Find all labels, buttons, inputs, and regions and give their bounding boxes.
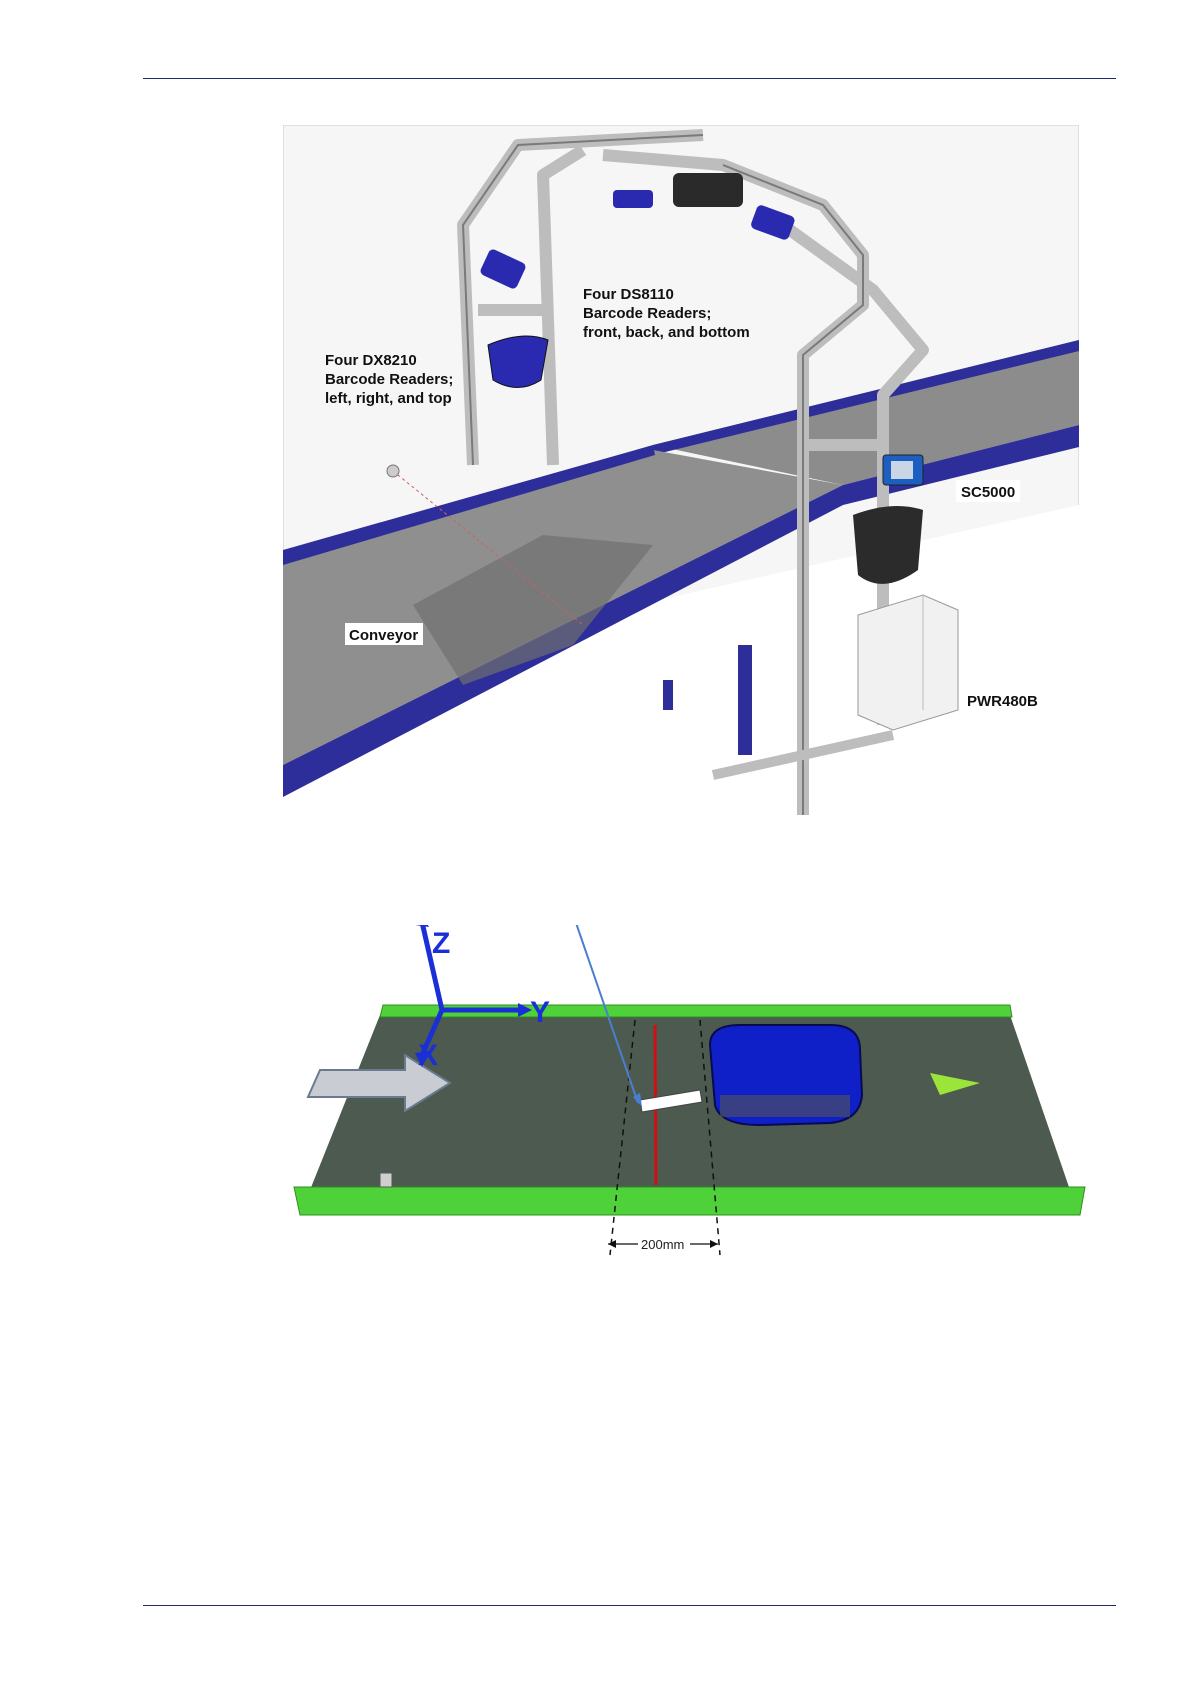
label-sc5000: SC5000 (961, 484, 1015, 501)
photocell-reflector (387, 465, 399, 477)
label-dx8210-line2: Barcode Readers; (325, 371, 453, 388)
ds8110-reader (613, 190, 653, 208)
dimension-arrowhead-right (710, 1240, 718, 1248)
dx8210-reader-left (488, 336, 548, 388)
header-rule (143, 78, 1116, 79)
label-conveyor: Conveyor (349, 627, 418, 644)
label-ds8110-line1: Four DS8110 (583, 286, 674, 303)
label-dx8210-line3: left, right, and top (325, 390, 452, 407)
label-pwr480b: PWR480B (967, 693, 1038, 710)
suitcase-base (720, 1095, 850, 1117)
conveyor-rail-near (294, 1187, 1085, 1215)
axis-z-label: Z (432, 927, 450, 960)
conveyor-leg (738, 645, 752, 755)
label-ds8110-line2: Barcode Readers; (583, 305, 711, 322)
label-dx8210-line1: Four DX8210 (325, 352, 417, 369)
dx8210-reader-right (853, 506, 923, 584)
dx8210-reader-top (673, 173, 743, 207)
sc5000-display (891, 461, 913, 479)
pwr480b-cabinet (858, 595, 958, 730)
conveyor-axes-diagram: Z Y X 200mm (290, 925, 1090, 1265)
label-ds8110-line3: front, back, and bottom (583, 324, 750, 341)
conveyor-leg (663, 680, 673, 710)
dimension-label: 200mm (641, 1237, 684, 1252)
axis-x-label: X (418, 1039, 438, 1072)
photocell (380, 1173, 392, 1187)
footer-rule (143, 1605, 1116, 1606)
axis-y-label: Y (530, 996, 550, 1029)
tunnel-system-illustration: Four DX8210 Barcode Readers; left, right… (283, 125, 1079, 822)
